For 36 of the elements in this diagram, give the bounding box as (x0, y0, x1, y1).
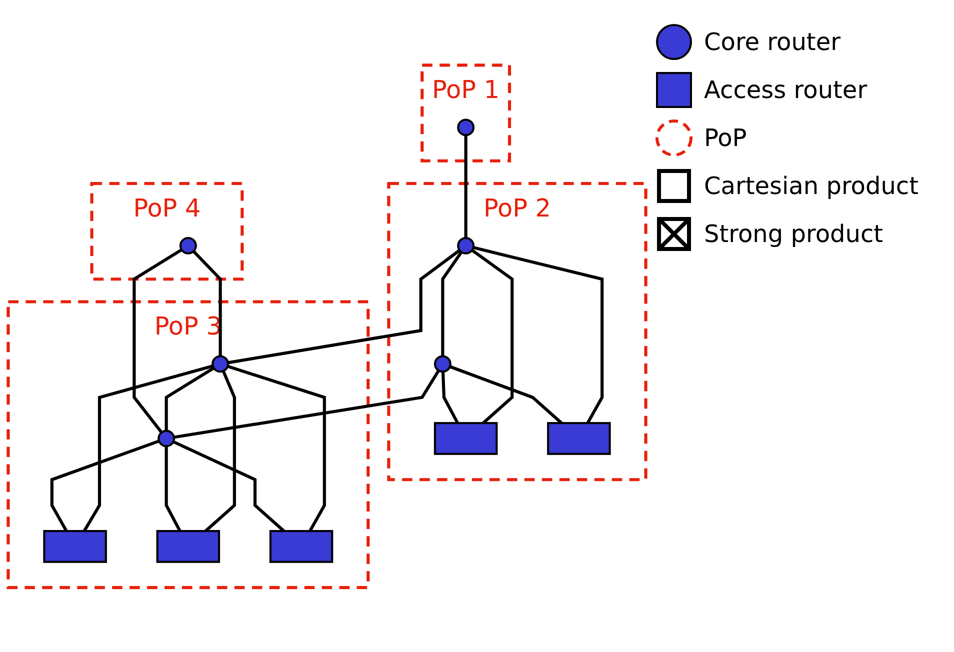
node-circle (457, 236, 475, 254)
connector (228, 248, 461, 364)
connector (50, 439, 160, 532)
connector (449, 364, 563, 424)
connector (192, 250, 222, 356)
legend-text: PoP (704, 124, 747, 152)
node-circle (179, 236, 197, 254)
connector (441, 371, 459, 424)
node-box (434, 422, 498, 455)
connector (472, 246, 604, 424)
connector (227, 364, 326, 532)
legend-text: Access router (704, 76, 868, 104)
node-box (43, 530, 107, 562)
legend-text: Core router (704, 28, 840, 56)
connector (132, 248, 182, 433)
connector (82, 364, 214, 532)
connector (471, 248, 514, 424)
connector (441, 250, 463, 356)
node-box (269, 530, 334, 562)
cluster: PoP 1 (420, 63, 512, 162)
legend-text: Cartesian product (704, 172, 919, 200)
node-box (547, 422, 611, 455)
node-circle (158, 429, 176, 447)
connector (204, 370, 236, 532)
node-box (156, 530, 220, 562)
node-circle (212, 354, 230, 372)
cluster: PoP 4 (90, 182, 244, 280)
connector (164, 446, 182, 532)
connector (172, 440, 285, 532)
cluster: PoP 2 (387, 182, 648, 481)
connector (464, 134, 468, 238)
node-circle (457, 118, 475, 136)
node-circle (434, 354, 452, 372)
connector (174, 369, 440, 438)
legend-text: Strong product (704, 220, 884, 248)
connector (164, 366, 215, 430)
